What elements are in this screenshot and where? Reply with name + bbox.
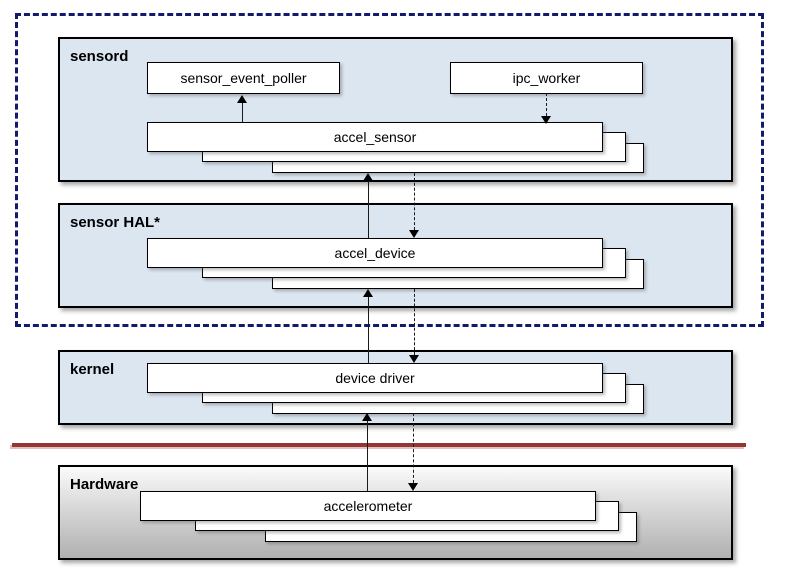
node-accel-sensor: accel_sensor <box>147 122 603 152</box>
arrow-down-head-icon <box>409 355 419 363</box>
layer-hardware: Hardware accelerometer <box>58 465 733 560</box>
arrow-accel-sensor-to-accel-device-line <box>414 173 415 230</box>
arrow-accel-sensor-to-sensor-event-poller-line <box>242 103 243 122</box>
layer-kernel: kernel device driver <box>58 350 733 425</box>
arrow-up-head-icon <box>363 289 373 297</box>
userspace-boundary-dashed <box>15 13 764 327</box>
arrow-up-head-icon <box>363 173 373 181</box>
arrow-ipc-worker-to-accel-sensor-line <box>546 93 547 116</box>
stack-accel-sensor: accel_sensor <box>147 122 644 174</box>
layer-sensord: sensord sensor_event_poller ipc_worker a… <box>58 37 733 182</box>
stack-accelerometer: accelerometer <box>140 491 637 543</box>
arrow-up-head-icon <box>362 413 372 421</box>
node-sensor-event-poller: sensor_event_poller <box>147 62 340 94</box>
stack-device-driver: device driver <box>147 363 644 415</box>
node-device-driver: device driver <box>147 363 603 393</box>
arrow-accelerometer-to-device-driver-line <box>367 421 368 491</box>
layer-sensor-hal: sensor HAL* accel_device <box>58 203 733 308</box>
layer-label-kernel: kernel <box>70 361 115 378</box>
arrow-down-head-icon <box>541 116 551 124</box>
arrow-device-driver-to-accel-device-line <box>368 297 369 363</box>
node-ipc-worker: ipc_worker <box>450 62 643 94</box>
arrow-down-head-icon <box>409 230 419 238</box>
arrow-accel-device-to-device-driver-line <box>414 289 415 355</box>
layer-label-sensord: sensord <box>70 48 129 65</box>
arrow-down-head-icon <box>408 483 418 491</box>
stack-accel-device: accel_device <box>147 238 644 290</box>
arrow-up-head-icon <box>237 95 247 103</box>
layer-label-hardware: Hardware <box>70 476 139 493</box>
layer-label-sensor-hal: sensor HAL* <box>70 214 161 231</box>
node-accel-device: accel_device <box>147 238 603 268</box>
arrow-device-driver-to-accelerometer-line <box>413 413 414 483</box>
kernel-hardware-divider-line <box>12 443 746 447</box>
node-accelerometer: accelerometer <box>140 491 596 521</box>
arrow-accel-device-to-accel-sensor-line <box>368 181 369 238</box>
